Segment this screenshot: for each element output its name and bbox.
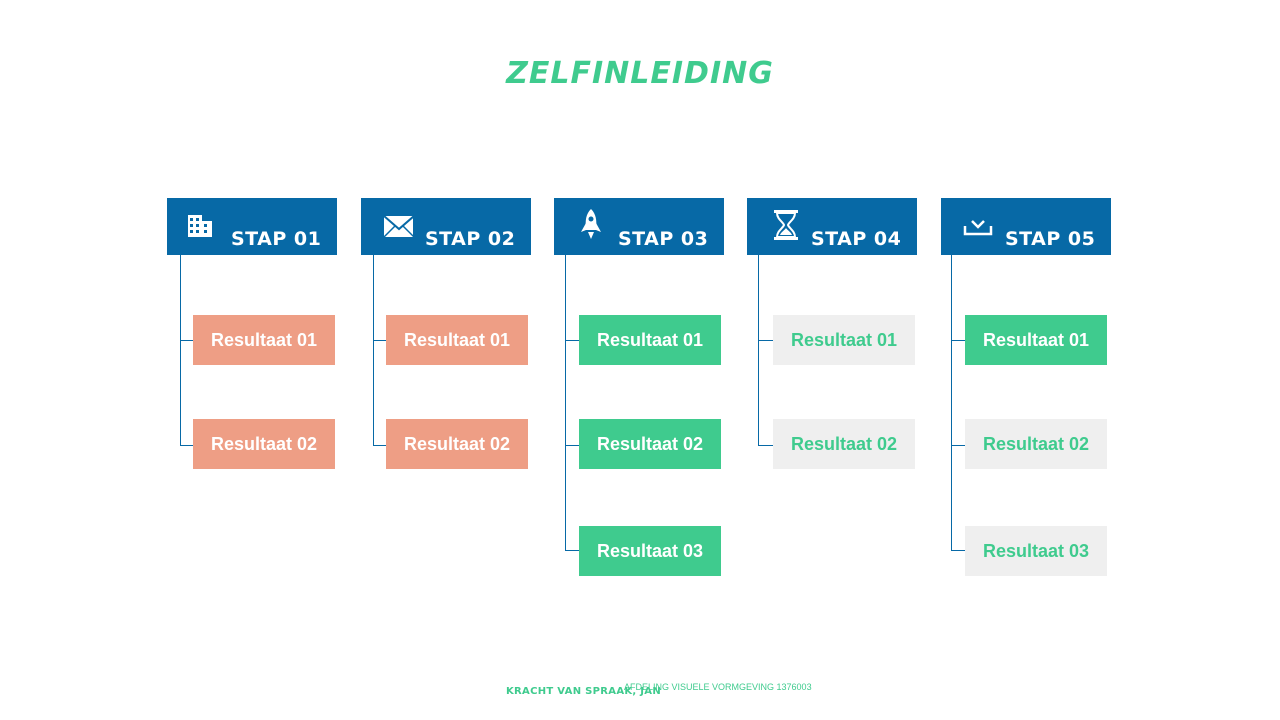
step-label: STAP 02	[425, 228, 516, 250]
step-header: STAP 04	[747, 198, 917, 255]
result-box: Resultaat 02	[579, 419, 721, 469]
step-column-04: STAP 04 Resultaat 01 Resultaat 02	[747, 198, 917, 598]
rocket-icon	[581, 209, 601, 239]
page-title: ZELFINLEIDING	[506, 56, 774, 91]
connector-branch	[180, 340, 193, 341]
step-header: STAP 05	[941, 198, 1111, 255]
result-box: Resultaat 01	[965, 315, 1107, 365]
step-column-03: STAP 03 Resultaat 01 Resultaat 02 Result…	[554, 198, 724, 598]
result-box: Resultaat 01	[386, 315, 528, 365]
connector-branch	[565, 550, 579, 551]
result-box: Resultaat 02	[386, 419, 528, 469]
connector-branch	[180, 445, 193, 446]
result-box: Resultaat 02	[193, 419, 335, 469]
step-label: STAP 05	[1005, 228, 1096, 250]
connector-branch	[758, 340, 773, 341]
connector-branch	[951, 445, 965, 446]
footer-author: KRACHT VAN SPRAAK, JAN	[506, 686, 662, 697]
result-box: Resultaat 02	[773, 419, 915, 469]
step-column-01: STAP 01 Resultaat 01 Resultaat 02	[167, 198, 337, 598]
connector-vertical	[180, 255, 181, 446]
step-header: STAP 01	[167, 198, 337, 255]
download-tray-icon	[963, 220, 993, 236]
connector-branch	[373, 445, 386, 446]
step-label: STAP 01	[231, 228, 322, 250]
step-label: STAP 04	[811, 228, 902, 250]
connector-vertical	[951, 255, 952, 550]
step-column-05: STAP 05 Resultaat 01 Resultaat 02 Result…	[941, 198, 1111, 598]
result-box: Resultaat 01	[193, 315, 335, 365]
connector-branch	[373, 340, 386, 341]
step-header: STAP 03	[554, 198, 724, 255]
footer-department: AFDELING VISUELE VORMGEVING 1376003	[624, 682, 812, 692]
result-box: Resultaat 03	[965, 526, 1107, 576]
hourglass-icon	[774, 210, 798, 240]
result-box: Resultaat 01	[773, 315, 915, 365]
connector-branch	[565, 340, 579, 341]
result-box: Resultaat 03	[579, 526, 721, 576]
connector-vertical	[565, 255, 566, 550]
connector-branch	[951, 340, 965, 341]
result-box: Resultaat 02	[965, 419, 1107, 469]
connector-vertical	[758, 255, 759, 446]
step-label: STAP 03	[618, 228, 709, 250]
step-column-02: STAP 02 Resultaat 01 Resultaat 02	[361, 198, 531, 598]
connector-branch	[951, 550, 965, 551]
connector-branch	[565, 445, 579, 446]
connector-vertical	[373, 255, 374, 446]
result-box: Resultaat 01	[579, 315, 721, 365]
envelope-icon	[383, 215, 413, 238]
building-icon	[188, 215, 212, 237]
connector-branch	[758, 445, 773, 446]
step-header: STAP 02	[361, 198, 531, 255]
